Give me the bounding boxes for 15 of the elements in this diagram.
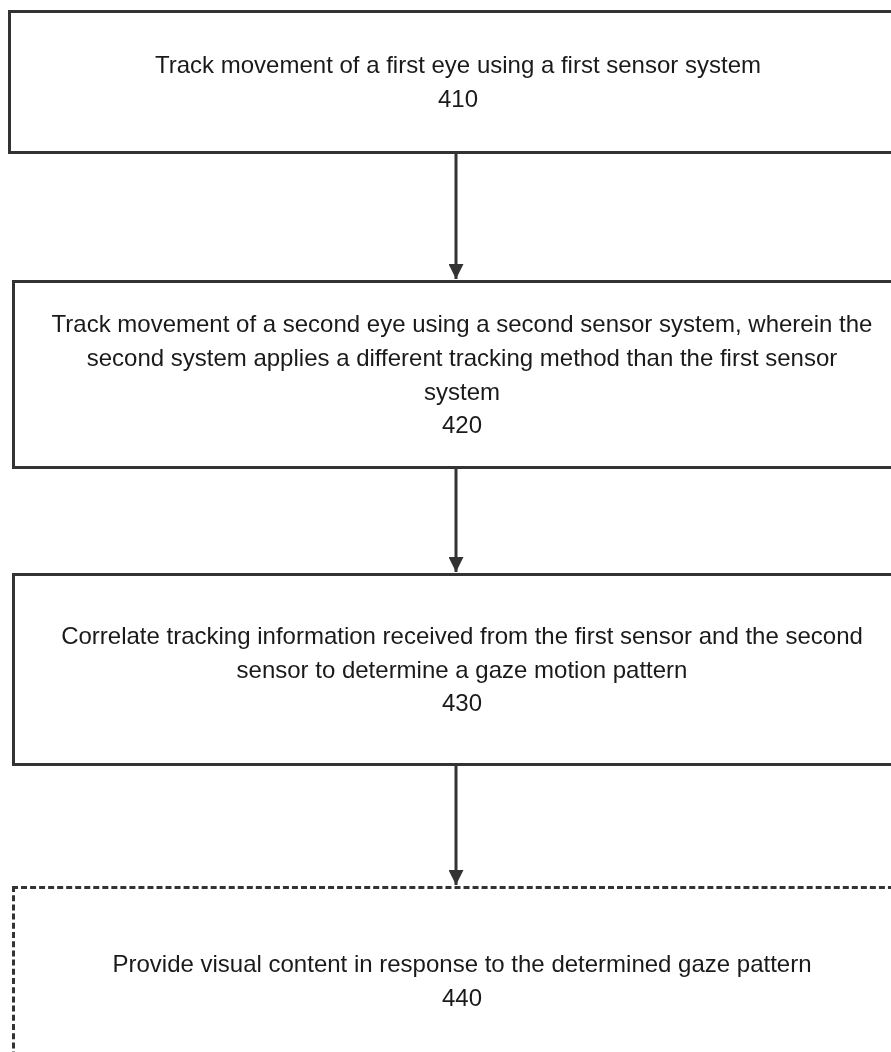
process-box	[12, 886, 891, 1052]
step-text: Track movement of a second eye using a second sensor system, wherein the second system applies a different tracking method than the first sensor system	[50, 309, 874, 407]
process-box	[8, 10, 891, 154]
process-box	[12, 573, 891, 766]
step-text: Track movement of a first eye using a first sensor system	[155, 50, 761, 81]
step-number: 430	[441, 688, 482, 719]
process-box	[12, 280, 891, 469]
step-number: 410	[437, 84, 478, 114]
step-text: Correlate tracking information received from the first sensor and the second sensor to determine a gaze motion pattern	[60, 621, 864, 685]
step-number: 440	[441, 983, 482, 1013]
arrow	[448, 766, 464, 885]
arrow	[448, 469, 464, 572]
step-text: Provide visual content in response to the determined gaze pattern	[112, 949, 812, 980]
step-number: 420	[441, 410, 482, 441]
arrow	[448, 154, 464, 279]
